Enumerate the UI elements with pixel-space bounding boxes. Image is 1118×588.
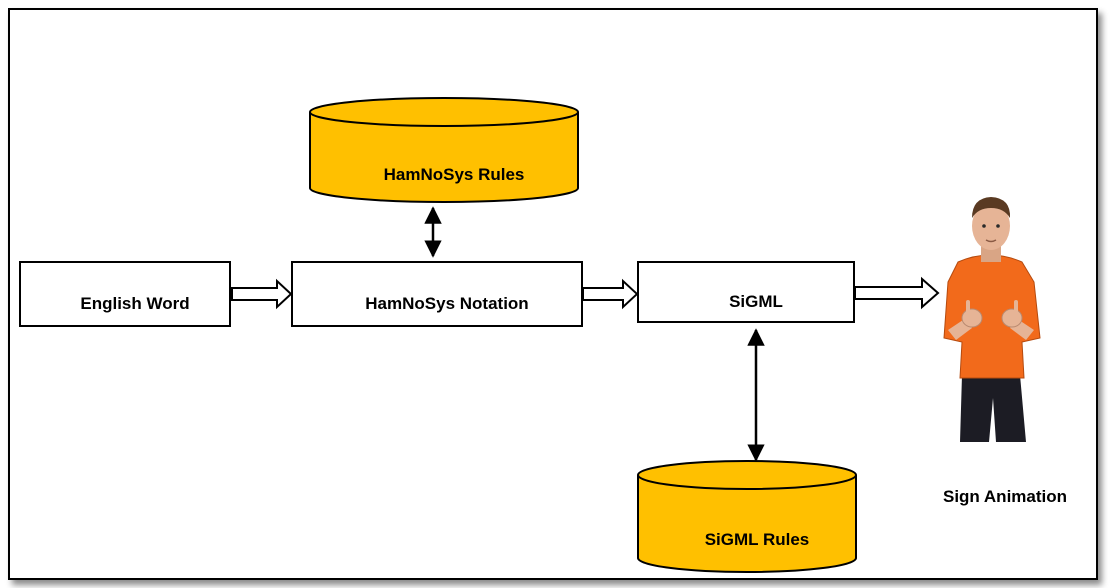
sigml-rules-database [637, 460, 857, 573]
hamnosys-rules-database [309, 97, 579, 203]
diagram-canvas [19, 97, 1041, 573]
sigml-box [637, 261, 855, 323]
hamnosys-notation-label: HamNoSys Notation [365, 294, 529, 313]
arrow-sigml-to-animation [854, 276, 940, 310]
arrow-notation-to-sigml [582, 278, 639, 310]
english-word-box [19, 261, 231, 327]
sign-animation-avatar [943, 197, 1041, 442]
english-word-label: English Word [80, 294, 190, 313]
sigml-rules-label: SiGML Rules [704, 530, 810, 549]
arrow-english-to-notation [231, 278, 293, 310]
sign-animation-label: Sign Animation [942, 487, 1068, 506]
hamnosys-notation-box [291, 261, 583, 327]
sigml-label: SiGML [729, 292, 783, 311]
hamnosys-rules-label: HamNoSys Rules [383, 165, 525, 184]
diagram-frame: English Word HamNoSys Notation SiGML Ham… [8, 8, 1098, 580]
